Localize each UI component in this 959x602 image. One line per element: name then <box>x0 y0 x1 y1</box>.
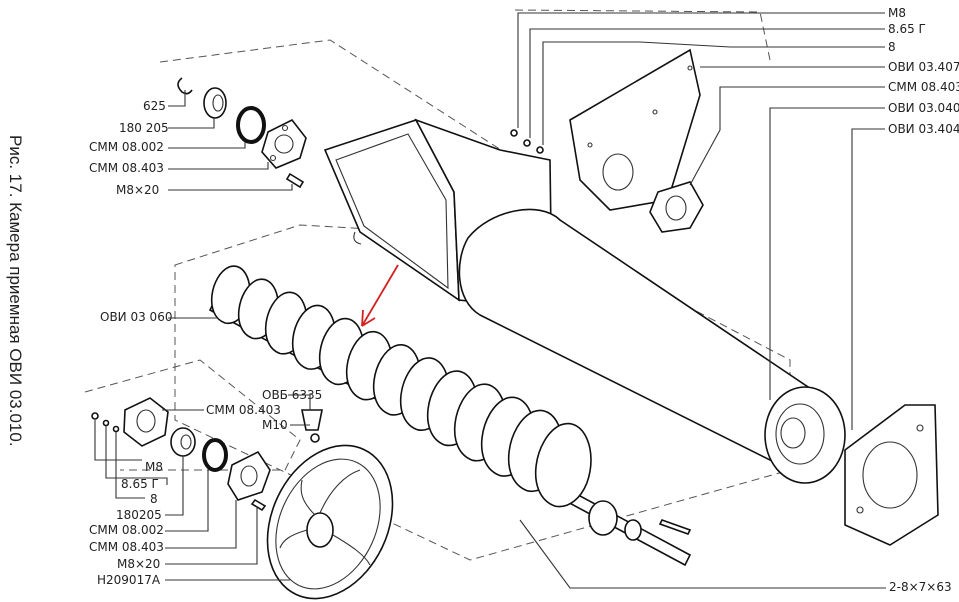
drive-pulley <box>266 444 394 600</box>
washer-icon <box>102 419 110 427</box>
bolt-icon <box>285 172 305 189</box>
label-m8-bottom: М8 <box>145 460 163 474</box>
bolt-obb-icon <box>301 409 323 431</box>
receiving-chamber <box>323 118 846 484</box>
nut-icon <box>510 129 518 137</box>
label-180-205: 180 205 <box>119 121 169 135</box>
flange-bearing-icon <box>649 181 704 233</box>
bolt-icon <box>250 498 267 512</box>
label-865g-top: 8.65 Г <box>888 22 926 36</box>
label-smm-08-002-bottom: СММ 08.002 <box>89 523 164 537</box>
flange-housing-2-icon <box>227 450 271 501</box>
label-smm-08-403-bottom: СММ 08.403 <box>89 540 164 554</box>
tube-end-bearing-icon <box>780 417 806 449</box>
label-865g-bottom: 8.65 Г <box>121 477 159 491</box>
flange-housing-icon <box>261 118 307 169</box>
label-180205: 180205 <box>116 508 162 522</box>
label-key-2-8x7x63: 2-8×7×63 <box>889 580 952 594</box>
label-smm-08-002: СММ 08.002 <box>89 140 164 154</box>
assembly-outline-top-left <box>159 39 541 211</box>
bottom-left-labels: М8 8.65 Г 8 180205 СММ 08.002 СММ 08.403… <box>89 420 290 587</box>
washer-icon <box>523 139 531 147</box>
label-m8-top: М8 <box>888 6 906 20</box>
label-ovi-03-407: ОВИ 03.407 <box>888 60 959 74</box>
seal-ring-icon <box>202 438 228 472</box>
label-8-bottom: 8 <box>150 492 158 506</box>
label-m8x20: М8×20 <box>116 183 159 197</box>
label-m8x20-bottom: М8×20 <box>117 557 160 571</box>
assembly-outline-top-right <box>514 9 771 61</box>
pulley-hub <box>306 512 334 548</box>
flange-housing-icon <box>123 397 169 447</box>
label-625: 625 <box>143 99 166 113</box>
nut-icon <box>91 412 99 420</box>
top-right-cover-assembly <box>510 48 704 233</box>
label-smm-08-403-mid: СММ 08.403 <box>206 403 281 417</box>
label-smm-08-403-top: СММ 08.403 <box>888 80 959 94</box>
snap-ring-icon <box>177 77 193 95</box>
top-left-labels: 625 180 205 СММ 08.002 СММ 08.403 М8×20 <box>89 90 293 197</box>
label-ovi-03-040: ОВИ 03.040 <box>888 101 959 115</box>
assembly-outline-bottom-left <box>84 359 301 471</box>
red-pointer-arrow <box>361 264 399 327</box>
label-8-top: 8 <box>888 40 896 54</box>
auger-flight <box>534 422 592 508</box>
label-ovi-03-404: ОВИ 03.404 <box>888 122 959 136</box>
label-h209017a: Н209017А <box>97 573 161 587</box>
bottom-left-bearing-set <box>91 397 323 512</box>
label-smm-08-403: СММ 08.403 <box>89 161 164 175</box>
auger-screw <box>208 265 692 567</box>
label-ovi-03-060: ОВИ 03 060 <box>100 310 172 324</box>
label-m10: М10 <box>262 418 288 432</box>
shaft-key-icon <box>658 519 692 535</box>
shaft-bushing-icon <box>588 500 618 536</box>
lock-washer-icon <box>536 146 544 154</box>
top-left-bearing-set <box>177 77 307 189</box>
nut-m10-icon <box>310 433 320 443</box>
figure-caption: Рис. 17. Камера приемная ОВИ 03.010. <box>6 135 25 447</box>
seal-ring-icon <box>236 106 266 144</box>
end-plate <box>844 404 939 546</box>
top-right-labels: М8 8.65 Г 8 ОВИ 03.407 СММ 08.403 ОВИ 03… <box>517 6 959 430</box>
lock-washer-icon <box>112 425 120 433</box>
